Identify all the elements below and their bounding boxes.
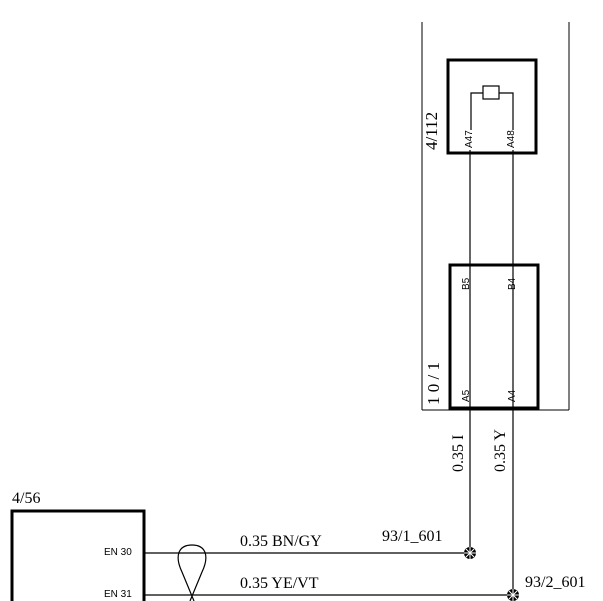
wire-label-horizontal-1: 0.35 BN/GY — [240, 533, 322, 550]
module-4-56[interactable]: 4/56 EN 30 EN 31 — [10, 490, 146, 601]
horizontal-wires — [144, 552, 513, 596]
splice-93-1[interactable] — [464, 547, 476, 559]
splice-93-1-label: 93/1_601 — [382, 528, 442, 545]
pin-a48: A48 — [506, 130, 517, 148]
wire-label-horizontal-2: 0.35 YE/VT — [240, 575, 319, 592]
twisted-pair-icon — [177, 544, 207, 601]
vertical-wires — [469, 150, 514, 601]
splice-93-2[interactable] — [507, 589, 519, 601]
splice-93-2-label: 93/2_601 — [525, 574, 585, 591]
enclosure-frame — [421, 22, 570, 411]
wire-label-vertical-1: 0.35 I — [450, 435, 467, 472]
connector-10-1[interactable]: 1 0 / 1 B5 B4 A5 A4 — [424, 263, 540, 410]
pin-en30: EN 30 — [104, 547, 132, 558]
pin-en31: EN 31 — [104, 589, 132, 600]
pin-a5: A5 — [461, 389, 472, 402]
fuse-icon — [470, 85, 514, 130]
module-4-56-label: 4/56 — [12, 490, 40, 507]
module-4-112[interactable]: 4/112 A47 A48 — [422, 58, 538, 155]
connector-10-1-label: 1 0 / 1 — [424, 362, 443, 405]
pin-a47: A47 — [464, 130, 475, 148]
module-4-112-label: 4/112 — [422, 112, 441, 150]
wire-label-vertical-2: 0.35 Y — [492, 429, 509, 472]
pin-b5: B5 — [461, 277, 472, 290]
